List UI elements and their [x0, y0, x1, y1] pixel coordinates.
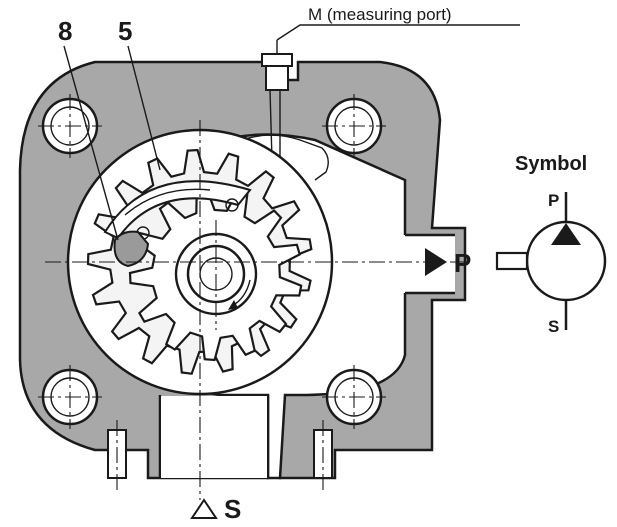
symbol-flow-triangle	[551, 223, 581, 245]
leader-part-8	[63, 45, 119, 241]
symbol-label-s: S	[548, 317, 559, 336]
bolt-hole-top-left	[38, 94, 102, 158]
symbol-label-p: P	[548, 191, 559, 210]
leader-measuring-port	[276, 24, 520, 41]
label-part-5: 5	[118, 16, 132, 46]
bolt-hole-bottom-right	[322, 365, 386, 429]
hydraulic-pump-symbol: Symbol P S	[495, 153, 607, 336]
bolt-hole-top-right	[322, 94, 386, 158]
symbol-title: Symbol	[515, 153, 587, 175]
leader-part-5	[127, 45, 161, 171]
label-measuring-port: M (measuring port)	[308, 5, 452, 24]
stud-bottom-right	[313, 420, 333, 490]
label-part-8: 8	[58, 16, 72, 46]
axial-seal-part-8	[113, 230, 150, 268]
symbol-drive-shaft	[495, 251, 529, 271]
pressure-arrow	[425, 248, 447, 276]
suction-arrow	[190, 498, 218, 519]
gear-assembly	[66, 128, 334, 396]
label-suction-port: S	[224, 494, 241, 522]
crescent-filler	[103, 180, 252, 240]
label-pressure-port: P	[454, 248, 471, 278]
bolt-hole-bottom-left	[38, 365, 102, 429]
stud-bottom-left	[107, 420, 127, 490]
measuring-port	[261, 40, 293, 161]
